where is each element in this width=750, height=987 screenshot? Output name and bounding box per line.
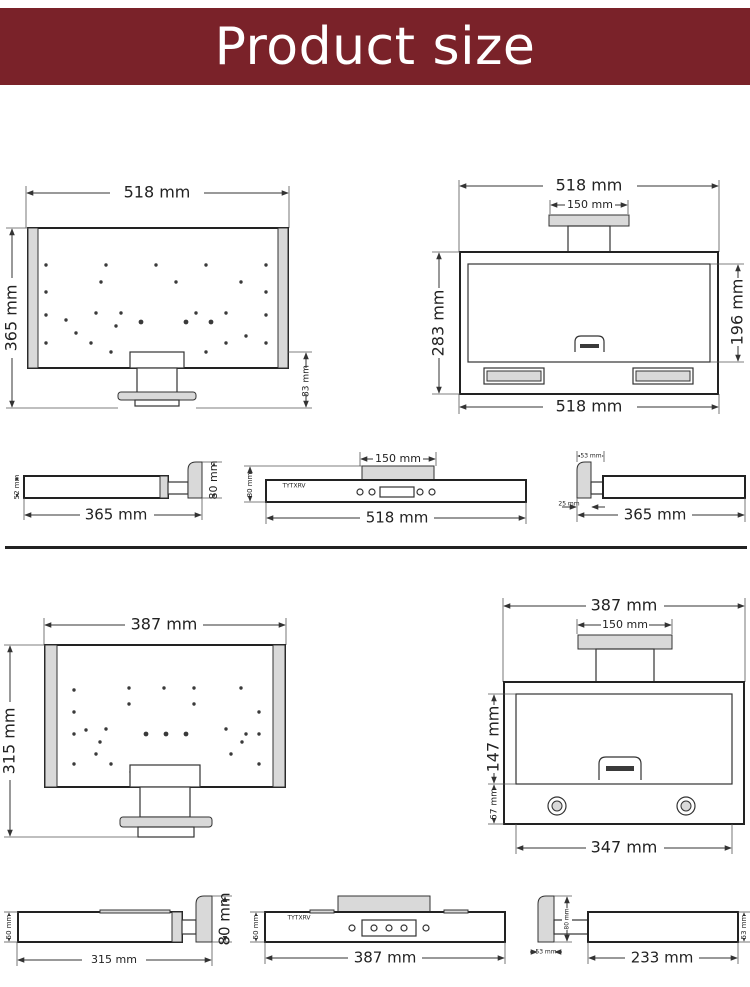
a-side-left-height-label: 52 mm [13,474,21,499]
a-side-left-depth-label: 365 mm [85,506,148,524]
header-banner: Product size [0,8,750,85]
b-side-left-height-label: 50 mm [5,914,13,939]
a-side-right-small-label: 25 mm [558,501,579,508]
a-front-glass-label: 196 mm [728,279,747,346]
a-side-right-depth-label: 365 mm [624,506,687,524]
a-front-duct-label: 150 mm [567,198,613,211]
b-side-left-depth-label: 315 mm [91,953,137,966]
b-control-panel [348,919,430,937]
b-side-left-duct-label: 80 mm [216,892,234,945]
section-divider [5,546,747,549]
model-b-rear-view: TYTXRV 50 mm 387 mm [250,895,506,967]
a-top-width-label: 518 mm [124,183,191,202]
a-top-flange-label: 83 mm [302,365,312,397]
a-rear-width-label: 518 mm [366,509,429,527]
b-top-width-label: 387 mm [131,615,198,634]
model-b-top-view: 387 mm 315 mm [0,615,287,838]
b-side-right-small-label: 53 mm [535,949,556,956]
a-rear-height-label: 80 mm [246,472,254,497]
b-front-duct-label: 150 mm [602,618,648,631]
a-side-right-duct-label: 53 mm [580,453,601,460]
b-side-right-duct-label: 80 mm [564,908,571,929]
a-front-width-bottom-label: 518 mm [556,397,623,416]
b-side-right-depth-label: 233 mm [631,949,694,967]
b-front-width-top-label: 387 mm [591,596,658,615]
model-a-top-view: 518 mm 365 mm 83 mm [2,183,312,409]
a-rear-duct-label: 150 mm [375,452,421,465]
a-front-width-top-label: 518 mm [556,176,623,195]
b-front-base-label: 67 mm [490,788,500,820]
b-rear-width-label: 387 mm [354,949,417,967]
b-side-right-height-label: 53 mm [740,914,748,939]
b-rear-height-label: 50 mm [252,914,260,939]
b-mounting-holes [72,686,261,774]
a-top-depth-label: 365 mm [2,285,21,352]
model-b-front-view: 387 mm 150 mm 147 mm 67 mm 347 mm [484,596,746,857]
a-control-panel [356,486,436,498]
b-front-width-bottom-label: 347 mm [591,838,658,857]
model-a-side-left-view: 52 mm 80 mm 365 mm [12,461,222,524]
page-title: Product size [214,16,536,77]
model-a-front-view: 518 mm 150 mm 283 mm 196 mm 518 mm [429,176,747,416]
model-a-side-right-view: 53 mm 25 mm 365 mm [558,451,746,524]
model-b-side-left-view: 50 mm 80 mm 315 mm [4,892,234,967]
a-mounting-holes [44,263,268,354]
model-b-side-right-view: 80 mm 53 mm 53 mm 233 mm [530,895,750,967]
b-top-depth-label: 315 mm [0,708,19,775]
b-front-glass-label: 147 mm [484,706,503,773]
b-brand-label: TYTXRV [286,915,311,922]
a-front-height-label: 283 mm [429,290,448,357]
model-a-rear-view: 150 mm TYTXRV 80 mm 518 mm [244,452,527,527]
a-side-left-duct-label: 80 mm [207,461,220,500]
a-brand-label: TYTXRV [281,483,306,490]
